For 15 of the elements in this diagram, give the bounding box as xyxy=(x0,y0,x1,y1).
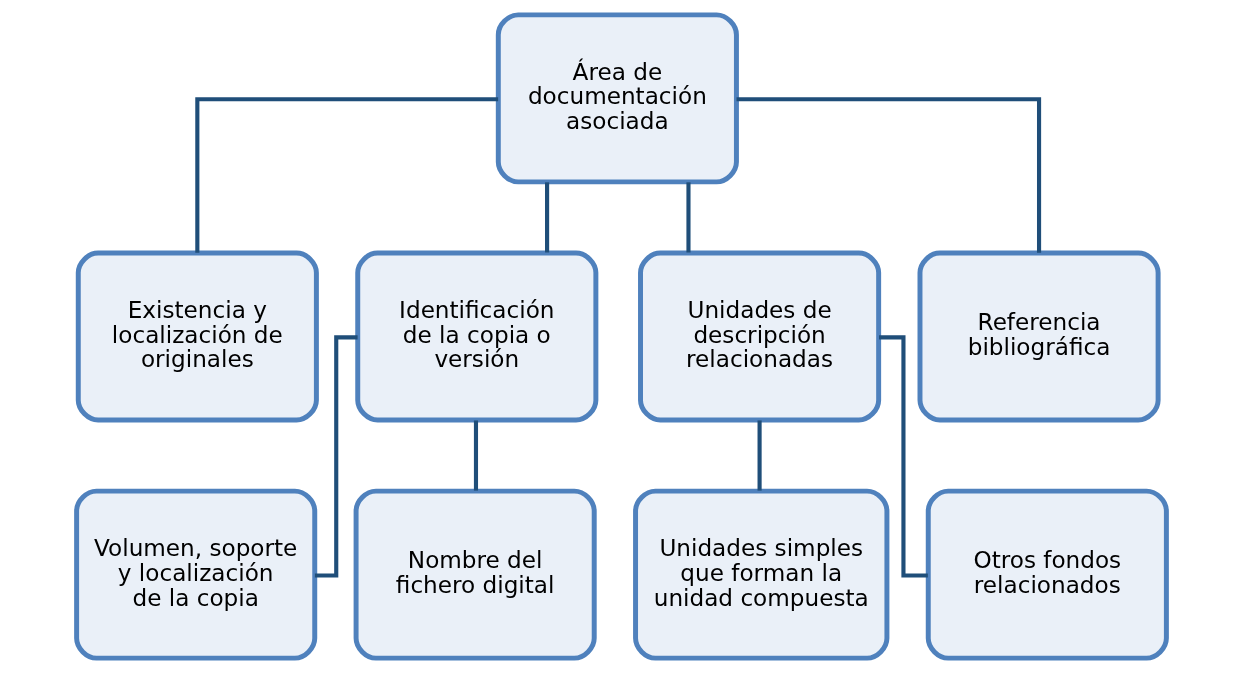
node-box: Identificación de la copia o versión xyxy=(355,250,599,423)
node-box: Volumen, soporte y localización de la copia xyxy=(74,488,318,661)
connector xyxy=(545,182,550,253)
connector xyxy=(757,420,762,491)
node-box: Área de documentación asociada xyxy=(495,12,739,185)
node-box: Unidades de descripción relacionadas xyxy=(638,250,882,423)
node-box: Referencia bibliográfica xyxy=(917,250,1161,423)
node-box: Otros fondos relacionados xyxy=(925,488,1169,661)
node-box: Existencia y localización de originales xyxy=(75,250,319,423)
node-box: Unidades simples que forman la unidad compuesta xyxy=(633,488,890,661)
connector xyxy=(473,420,479,491)
connector xyxy=(195,97,499,253)
connector xyxy=(736,97,1042,253)
node-box: Nombre del fichero digital xyxy=(353,488,597,661)
connector xyxy=(686,182,691,253)
